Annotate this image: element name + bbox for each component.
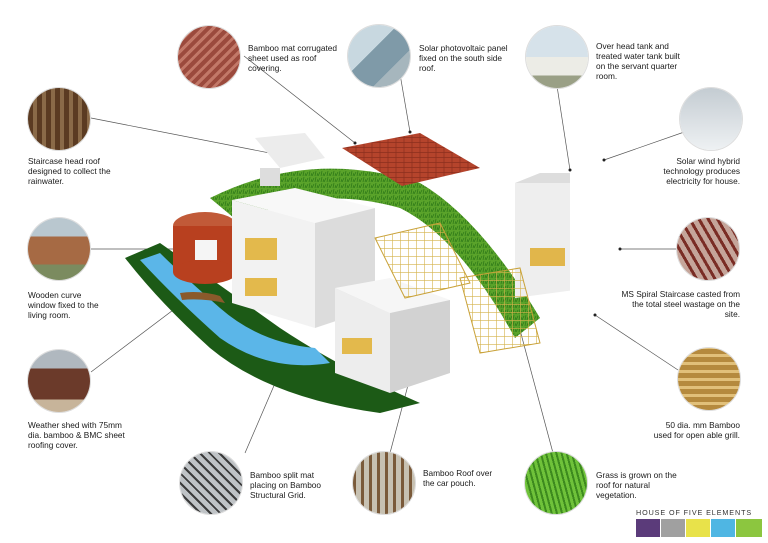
house-illustration [125, 133, 570, 413]
callout-bamboo-grill: 50 dia. mm Bamboo used for open able gri… [653, 420, 740, 440]
logo-strip-5 [736, 519, 762, 537]
callout-grass-roof: Grass is grown on the roof for natural v… [596, 470, 677, 500]
callout-split-mat: Bamboo split mat placing on Bamboo Struc… [250, 470, 322, 500]
weather-shed-photo [28, 350, 90, 412]
callout-roof-covering: Bamboo mat corrugated sheet used as roof… [248, 43, 338, 73]
solar-panel-photo [348, 25, 410, 87]
logo-strip-4 [711, 519, 735, 537]
curve-window-photo [28, 218, 90, 280]
callout-water-tank: Over head tank and treated water tank bu… [596, 41, 680, 81]
logo-strip-1 [636, 519, 660, 537]
bamboo-grill-photo [678, 348, 740, 410]
car-pouch-photo [353, 452, 415, 514]
water-tank-photo [526, 26, 588, 88]
logo-strip-3 [686, 519, 710, 537]
split-mat-photo [180, 452, 242, 514]
solar-wind-photo [680, 88, 742, 150]
logo-strip-2 [661, 519, 685, 537]
callout-solar-panel: Solar photovoltaic panel fixed on the so… [419, 43, 508, 73]
logo-title: HOUSE OF FIVE ELEMENTS [636, 508, 753, 517]
grass-roof-photo [525, 452, 587, 514]
roof-covering-photo [178, 26, 240, 88]
callout-car-pouch: Bamboo Roof over the car pouch. [423, 468, 493, 488]
callout-weather-shed: Weather shed with 75mm dia. bamboo & BMC… [28, 420, 125, 450]
callout-spiral-staircase: MS Spiral Staircase casted from the tota… [621, 289, 740, 319]
callout-solar-wind: Solar wind hybrid technology produces el… [663, 156, 740, 186]
spiral-staircase-photo [677, 218, 739, 280]
callout-staircase-roof: Staircase head roof designed to collect … [28, 156, 111, 186]
callout-curve-window: Wooden curve window fixed to the living … [28, 290, 99, 320]
staircase-roof-photo [28, 88, 90, 150]
